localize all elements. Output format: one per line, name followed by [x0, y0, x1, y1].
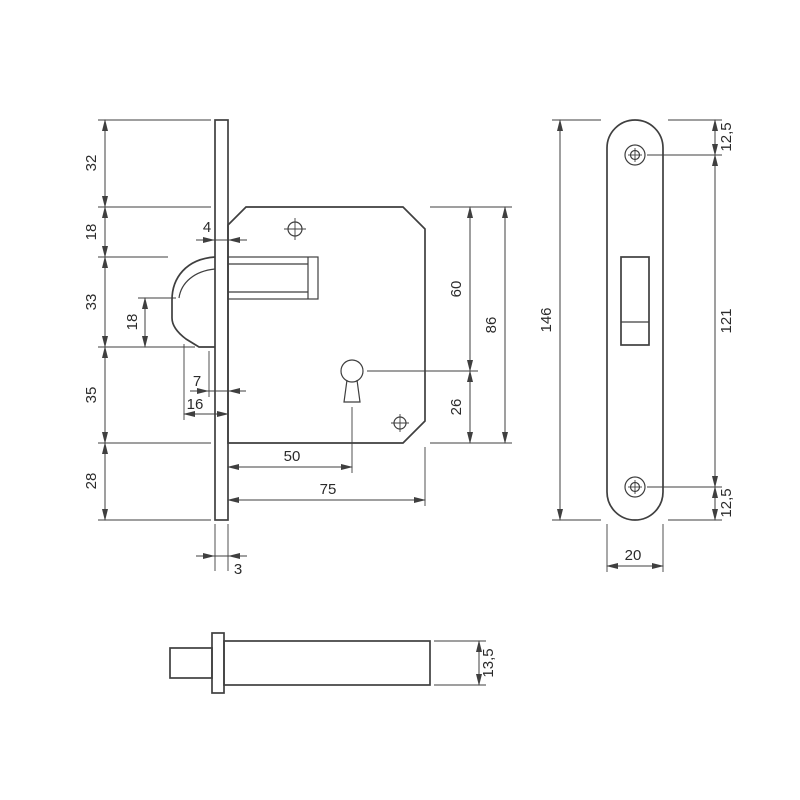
- dim-label-12-5-bottom: 12,5: [718, 488, 735, 517]
- bolt-tip: [169, 647, 213, 679]
- lock-body-outline: [227, 206, 426, 444]
- dim-label-7: 7: [193, 373, 201, 390]
- dim-label-3: 3: [234, 561, 242, 578]
- hook-bolt-outline: [171, 256, 216, 348]
- dim-label-50: 50: [284, 448, 301, 465]
- dim-label-75: 75: [320, 481, 337, 498]
- dim-label-12-5-top: 12,5: [718, 122, 735, 151]
- bolt-body: [223, 640, 431, 686]
- front-view-dimension-lines: [102, 119, 508, 559]
- faceplate-bolt-opening: [620, 256, 650, 346]
- dim-label-26: 26: [448, 399, 465, 416]
- dim-label-28: 28: [83, 473, 100, 490]
- faceplate-screw-bottom-outer: [624, 476, 646, 498]
- bolt-part: [169, 632, 431, 694]
- dim-label-35: 35: [83, 387, 100, 404]
- faceplate-part: [606, 119, 664, 521]
- dim-label-4: 4: [203, 219, 211, 236]
- dim-label-33: 33: [83, 294, 100, 311]
- dim-label-121: 121: [718, 308, 735, 333]
- dim-label-13-5: 13,5: [480, 648, 497, 677]
- bolt-dimension-labels: 13,5: [480, 648, 497, 677]
- hook-bolt-inner-arc: [178, 268, 216, 299]
- bolt-extension-lines: [434, 640, 486, 686]
- dim-label-16: 16: [187, 396, 204, 413]
- front-view-extension-lines: [98, 119, 512, 571]
- dim-label-146: 146: [538, 307, 555, 332]
- bolt-slot: [227, 256, 319, 300]
- front-view-part: [171, 119, 426, 521]
- keyhole-stem: [343, 379, 361, 403]
- dim-label-hook-18: 18: [124, 314, 141, 331]
- faceplate-dimension-labels: 146 12,5 121 12,5 20: [538, 122, 735, 564]
- keyhole-circle: [340, 359, 364, 383]
- dim-label-18: 18: [83, 224, 100, 241]
- bolt-side-view: 13,5: [169, 632, 497, 694]
- front-view-dimension-labels: 32 18 33 35 28 18 4 7 16 60 26 86 50 75 …: [83, 155, 500, 578]
- faceplate-extension-lines: [552, 119, 722, 572]
- faceplate-outline: [606, 119, 664, 521]
- dim-label-60: 60: [448, 281, 465, 298]
- dim-label-20: 20: [625, 547, 642, 564]
- faceplate-view: 146 12,5 121 12,5 20: [538, 119, 735, 572]
- dim-label-32: 32: [83, 155, 100, 172]
- front-view: 32 18 33 35 28 18 4 7 16 60 26 86 50 75 …: [83, 119, 512, 578]
- faceplate-dimension-lines: [557, 119, 718, 569]
- bolt-flange: [211, 632, 225, 694]
- dim-label-86: 86: [483, 317, 500, 334]
- faceplate-strip: [214, 119, 229, 521]
- faceplate-screw-top-outer: [624, 144, 646, 166]
